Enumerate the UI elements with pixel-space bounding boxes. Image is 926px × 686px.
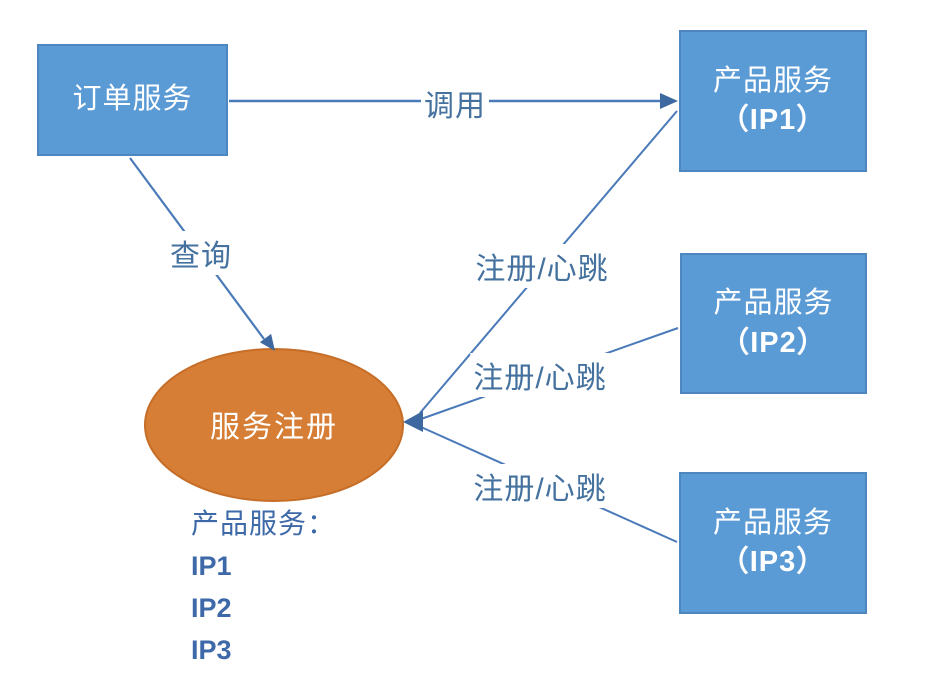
node-service-registry-label: 服务注册 [210, 411, 338, 444]
registry-entry-ip1: IP1 [191, 551, 232, 581]
node-product-service-ip2-line2: （IP2） [720, 326, 827, 359]
registry-entry-ip3: IP3 [191, 635, 232, 665]
arrowhead-left-icon [403, 411, 423, 432]
edge-label-call: 调用 [421, 81, 489, 125]
node-product-service-ip1: 产品服务 （IP1） [679, 30, 867, 172]
node-order-service: 订单服务 [37, 44, 228, 156]
registry-entry-ip2: IP2 [191, 593, 232, 623]
node-product-service-ip3-line1: 产品服务 [712, 506, 833, 539]
node-product-service-ip3-line2: （IP3） [719, 546, 827, 578]
arrowhead-down-right-icon [259, 333, 275, 351]
node-product-service-ip1-line1: 产品服务 [712, 64, 833, 97]
node-product-service-ip1-line2: （IP1） [719, 104, 827, 136]
node-product-service-ip2: 产品服务 （IP2） [680, 253, 867, 394]
registry-entries-list: 产品服务： IP1 IP2 IP3 [191, 503, 336, 671]
edge-label-register-heartbeat-3: 注册/心跳 [470, 464, 610, 508]
node-product-service-ip2-line1: 产品服务 [713, 287, 834, 320]
registry-entries-title: 产品服务： [191, 508, 337, 539]
node-order-service-label: 订单服务 [72, 83, 193, 116]
arrowhead-right-icon [660, 93, 678, 109]
node-product-service-ip3: 产品服务 （IP3） [679, 472, 867, 614]
edge-label-query: 查询 [167, 231, 235, 275]
edge-label-register-heartbeat-1: 注册/心跳 [472, 244, 612, 288]
edge-label-register-heartbeat-2: 注册/心跳 [470, 353, 610, 397]
